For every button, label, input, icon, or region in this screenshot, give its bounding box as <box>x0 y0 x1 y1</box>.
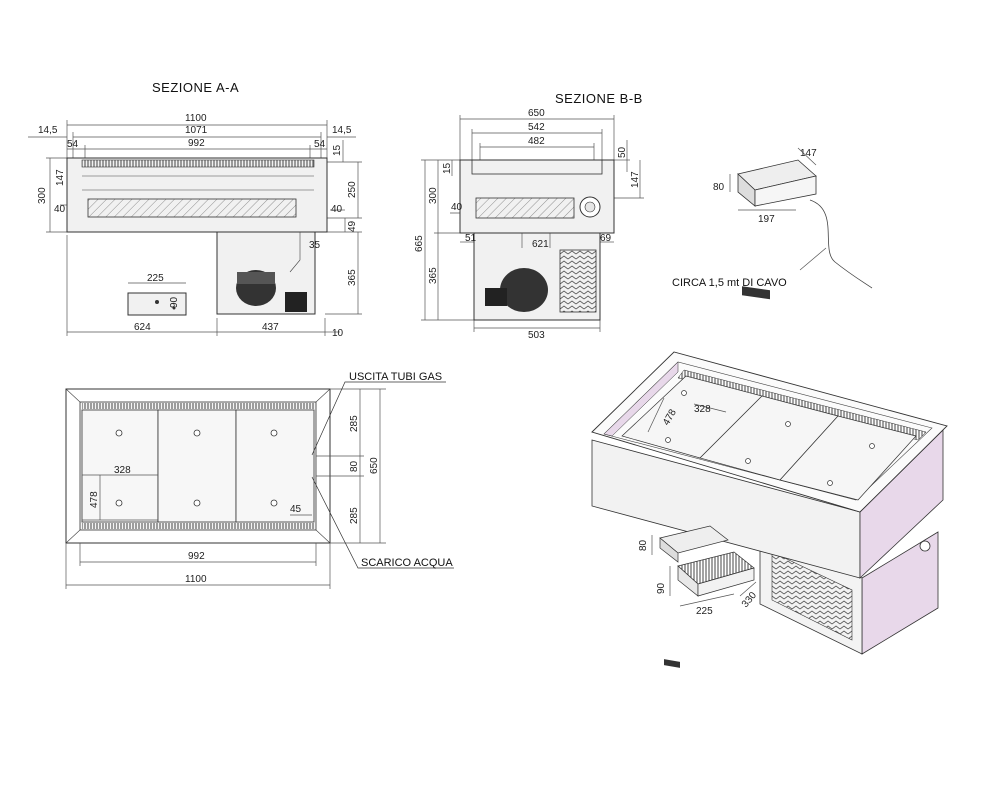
dim-iso-80: 80 <box>638 539 649 551</box>
dim-b-482: 482 <box>528 136 545 147</box>
dim-b-51: 51 <box>465 233 477 244</box>
plan-pan-holes <box>115 429 278 507</box>
dim-box-80: 80 <box>713 182 725 193</box>
dim-a-365: 365 <box>347 269 358 286</box>
section-a-dim-lines <box>28 120 362 336</box>
dim-a-54-left: 54 <box>67 139 79 150</box>
dim-plan-1100: 1100 <box>185 574 207 585</box>
dim-a-992: 992 <box>188 138 205 149</box>
iso-dim-lines <box>647 397 757 607</box>
isometric-view: 478 328 80 90 225 330 <box>591 351 948 668</box>
dim-a-14-left: 14,5 <box>38 125 58 136</box>
cable-note: CIRCA 1,5 mt DI CAVO <box>672 277 787 289</box>
dim-a-624: 624 <box>134 322 151 333</box>
dim-plan-45: 45 <box>290 504 302 515</box>
dim-a-225: 225 <box>147 273 164 284</box>
dim-iso-90: 90 <box>656 582 667 594</box>
dim-iso-225: 225 <box>696 606 713 617</box>
dim-a-250: 250 <box>347 181 358 198</box>
label-gas-outlet: USCITA TUBI GAS <box>349 371 442 383</box>
dim-b-40: 40 <box>451 202 463 213</box>
dim-plan-478: 478 <box>89 491 100 508</box>
dim-b-147: 147 <box>630 171 641 188</box>
cable <box>809 199 873 289</box>
control-box-display <box>742 286 770 300</box>
dim-plan-328: 328 <box>114 465 131 476</box>
dim-a-147: 147 <box>55 169 66 186</box>
dim-a-1100: 1100 <box>185 113 207 124</box>
dim-a-10: 10 <box>332 328 344 339</box>
dim-box-147: 147 <box>800 148 817 159</box>
dim-a-90: 90 <box>169 296 180 308</box>
label-water-drain: SCARICO ACQUA <box>361 557 453 569</box>
dim-iso-330: 330 <box>740 590 759 610</box>
section-b-compressor <box>500 268 548 312</box>
dim-a-300: 300 <box>37 187 48 204</box>
dim-b-69: 69 <box>600 233 612 244</box>
dim-plan-285-bottom: 285 <box>349 507 360 524</box>
iso-pan-3 <box>779 415 917 501</box>
section-b-tank <box>459 159 615 234</box>
section-b-condenser <box>559 249 597 313</box>
section-b-b: SEZIONE B-B <box>414 91 644 341</box>
dim-a-437: 437 <box>262 322 279 333</box>
dim-a-35: 35 <box>309 240 321 251</box>
section-a-grille <box>81 159 315 168</box>
dim-b-365: 365 <box>428 267 439 284</box>
control-box-side <box>754 175 817 207</box>
iso-unit-grille <box>771 551 853 641</box>
dim-b-542: 542 <box>528 122 545 133</box>
dim-b-503: 503 <box>528 330 545 341</box>
section-b-title: SEZIONE B-B <box>555 91 643 106</box>
plan-grille-top <box>82 403 314 409</box>
plan-dim-lines <box>65 388 386 589</box>
dim-plan-992: 992 <box>188 551 205 562</box>
dim-a-54-right: 54 <box>314 139 326 150</box>
dim-box-197: 197 <box>758 214 775 225</box>
control-box-detail: 147 80 197 CIRCA 1,5 mt DI CAVO <box>672 147 873 300</box>
dim-a-49: 49 <box>347 220 358 232</box>
dim-iso-328: 328 <box>694 404 711 415</box>
dim-b-650: 650 <box>528 108 545 119</box>
dim-a-40-right: 40 <box>331 204 343 215</box>
dim-a-14-right: 14,5 <box>332 125 352 136</box>
section-a-evaporator <box>87 198 297 218</box>
dim-a-40-left: 40 <box>54 204 66 215</box>
dim-plan-80: 80 <box>349 460 360 472</box>
section-b-evaporator <box>475 197 575 219</box>
section-a-a: SEZIONE A-A <box>28 80 362 339</box>
dim-a-15: 15 <box>332 144 343 156</box>
plan-leader-lines <box>311 381 454 569</box>
dim-b-665: 665 <box>414 235 425 252</box>
section-b-dim-lines <box>421 115 644 332</box>
dim-b-300: 300 <box>428 187 439 204</box>
control-box-dim-lines <box>729 147 817 211</box>
iso-pan-holes <box>665 390 875 486</box>
section-a-tank <box>66 157 328 233</box>
dim-b-50: 50 <box>617 146 628 158</box>
dim-a-1071: 1071 <box>185 125 208 136</box>
dim-b-621: 621 <box>532 239 549 250</box>
section-a-title: SEZIONE A-A <box>152 80 239 95</box>
plan-view: USCITA TUBI GAS SCARICO ACQUA 328 478 45… <box>65 371 454 589</box>
plan-grille-bottom <box>82 523 314 529</box>
dim-plan-650: 650 <box>369 457 380 474</box>
dim-b-15: 15 <box>442 162 453 174</box>
dim-plan-285-top: 285 <box>349 415 360 432</box>
